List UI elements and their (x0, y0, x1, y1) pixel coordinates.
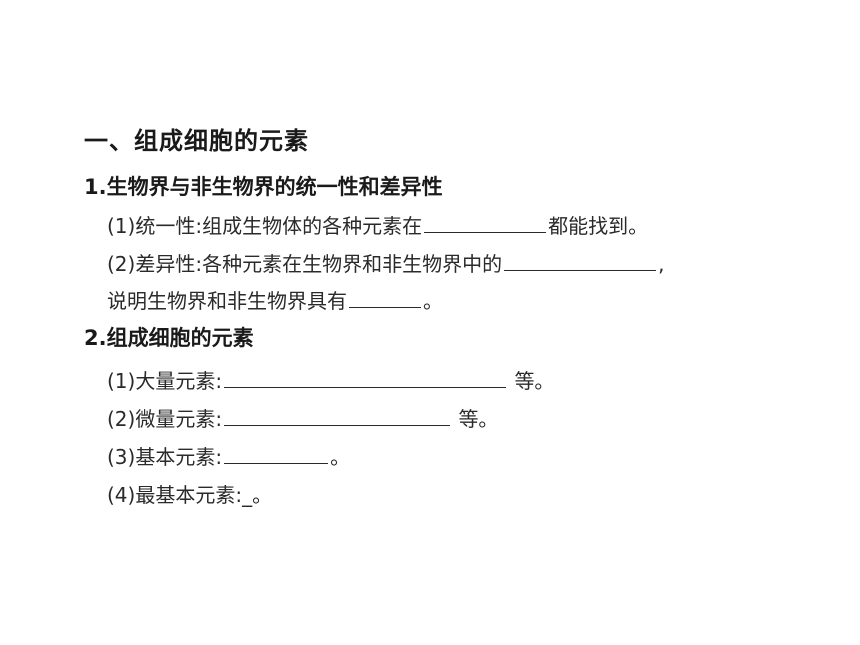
q2-item4-prefix: (4)最基本元素: (107, 483, 243, 507)
q2-item1-prefix: (1)大量元素: (107, 369, 223, 393)
q2-item3-suffix: 。 (330, 445, 351, 469)
q2-item4-answer-blank[interactable]: _ (242, 483, 253, 507)
q1-item2-answer-blank[interactable] (504, 248, 657, 271)
question-2-heading: 2.组成细胞的元素 (84, 326, 254, 350)
question-1-item-3: 说明生物界和非生物界具有 。 (107, 285, 443, 316)
q2-item4-suffix: 。 (252, 483, 273, 507)
question-2-item-2: (2)微量元素: 等。 (107, 403, 498, 434)
q1-item1-prefix: (1)统一性:组成生物体的各种元素在 (107, 214, 423, 238)
q2-item1-answer-blank[interactable] (224, 365, 507, 388)
q1-item1-answer-blank[interactable] (424, 210, 547, 233)
question-1-item-1: (1)统一性:组成生物体的各种元素在 都能找到。 (107, 210, 648, 241)
q1-item3-prefix: 说明生物界和非生物界具有 (107, 289, 347, 313)
question-2-item-1: (1)大量元素: 等。 (107, 365, 554, 396)
question-2-item-3: (3)基本元素: 。 (107, 441, 350, 472)
question-2-item-4: (4)最基本元素:_。 (107, 480, 272, 510)
q1-item3-answer-blank[interactable] (349, 285, 421, 308)
q1-item2-prefix: (2)差异性:各种元素在生物界和非生物界中的 (107, 252, 503, 276)
q2-item2-prefix: (2)微量元素: (107, 407, 223, 431)
q2-item2-answer-blank[interactable] (224, 403, 451, 426)
q1-item2-suffix: , (658, 252, 665, 276)
section-title: 一、组成细胞的元素 (84, 126, 309, 155)
question-1-heading: 1.生物界与非生物界的统一性和差异性 (84, 175, 443, 199)
question-1-item-2: (2)差异性:各种元素在生物界和非生物界中的, (107, 248, 664, 279)
q2-item3-answer-blank[interactable] (224, 441, 329, 464)
q2-item2-suffix: 等。 (458, 407, 499, 431)
q1-item3-suffix: 。 (423, 289, 443, 313)
q2-item3-prefix: (3)基本元素: (107, 445, 223, 469)
q2-item1-suffix: 等。 (514, 369, 555, 393)
q1-item1-suffix: 都能找到。 (548, 214, 649, 238)
